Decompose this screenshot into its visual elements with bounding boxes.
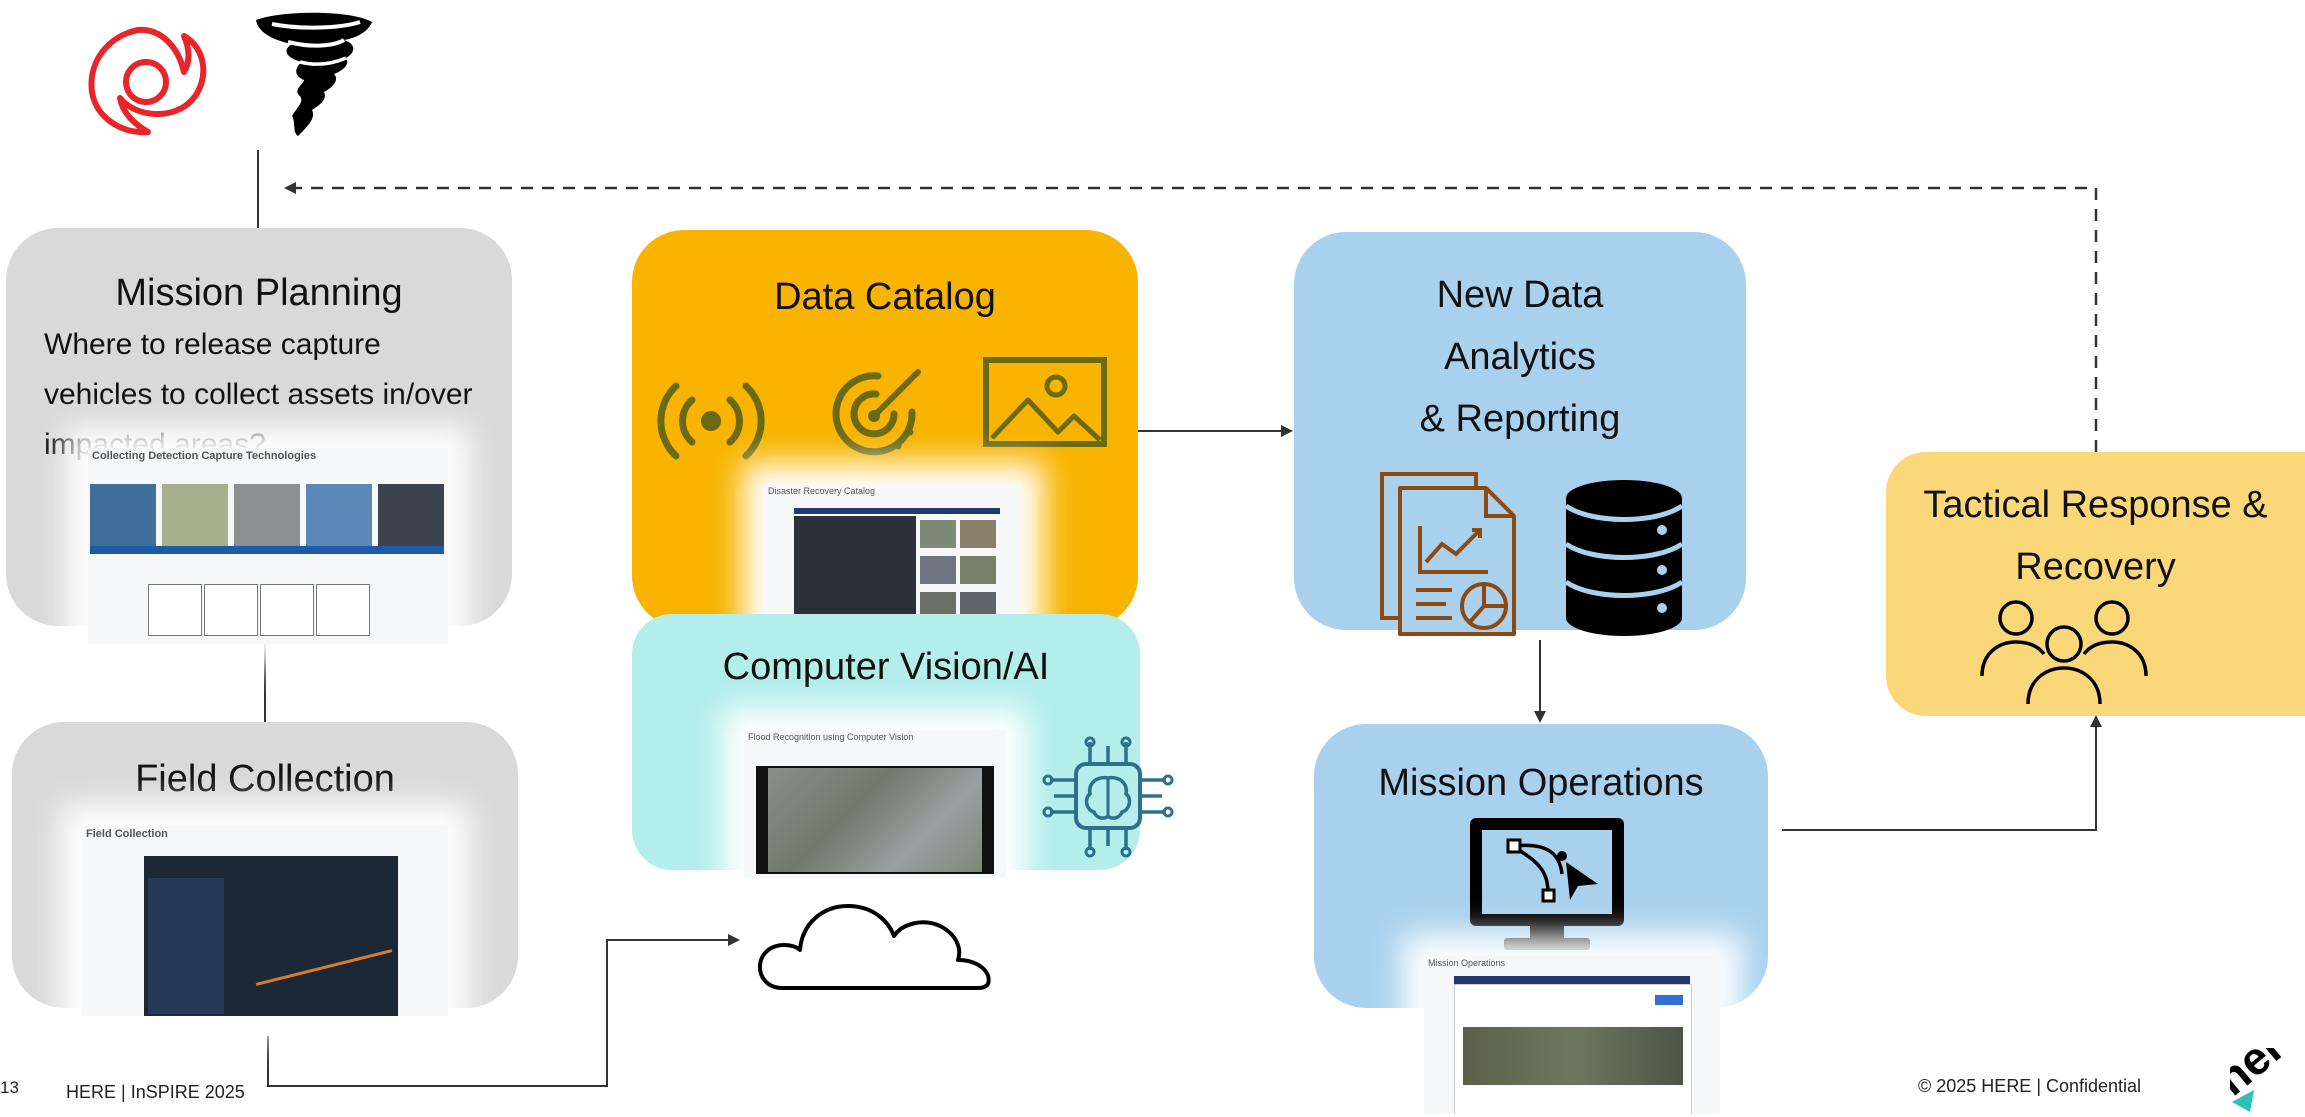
map-sidebar	[148, 878, 224, 1014]
here-logo-text: here	[2230, 1048, 2305, 1106]
screenshot-caption: Flood Recognition using Computer Vision	[748, 732, 914, 742]
tactical-response-title: Tactical Response & Recovery	[1923, 484, 2268, 588]
thumbnail	[378, 484, 444, 546]
catalog-thumb	[920, 556, 956, 584]
radar-icon	[832, 369, 921, 456]
image-icon	[983, 357, 1107, 447]
here-logo: here	[2230, 1048, 2305, 1117]
ops-blue-button	[1655, 995, 1683, 1005]
screenshot-caption: Field Collection	[86, 828, 168, 840]
ops-header-bar	[1454, 976, 1690, 984]
thumbnail	[306, 484, 372, 546]
catalog-thumb	[920, 520, 956, 548]
broadcast-icon	[657, 382, 765, 460]
catalog-header-bar	[794, 508, 1000, 514]
mission-operations-title: Mission Operations	[1378, 762, 1704, 804]
hurricane-icon	[88, 26, 207, 136]
aerial-video-frame	[756, 766, 994, 874]
tactical-response-box: Tactical Response & Recovery	[1886, 452, 2305, 716]
catalog-thumb	[960, 520, 996, 548]
people-group-icon	[1980, 600, 2148, 705]
analytics-title: New Data Analytics & Reporting	[1419, 274, 1621, 440]
screenshot-caption: Collecting Detection Capture Technologie…	[92, 450, 317, 462]
thumbnail	[90, 484, 156, 546]
computer-vision-screenshot: Flood Recognition using Computer Vision	[744, 730, 1006, 878]
screenshot-caption: Disaster Recovery Catalog	[768, 486, 876, 496]
thumbnail	[234, 484, 300, 546]
report-icon	[1380, 472, 1516, 636]
operations-to-tactical-line	[1782, 715, 2102, 831]
footer-left-label: HERE | InSPIRE 2025	[66, 1082, 245, 1102]
thumbnail-label-bar	[90, 546, 444, 554]
data-catalog-screenshot: Disaster Recovery Catalog	[764, 484, 1022, 626]
catalog-map	[794, 516, 916, 624]
slide-number: 13	[0, 1078, 19, 1097]
map-route	[255, 949, 393, 986]
ai-chip-icon	[1042, 736, 1174, 858]
screenshot-caption: Mission Operations	[1428, 958, 1506, 968]
thumbnail	[148, 584, 202, 636]
mission-planning-title: Mission Planning	[115, 272, 403, 314]
catalog-thumb	[960, 556, 996, 584]
mission-operations-screenshot: Mission Operations	[1424, 956, 1720, 1114]
thumbnail	[204, 584, 258, 636]
data-catalog-title: Data Catalog	[774, 276, 996, 318]
ops-aerial-image	[1463, 1027, 1683, 1085]
aerial-image	[768, 768, 982, 872]
mission-planning-screenshot: Collecting Detection Capture Technologie…	[88, 448, 448, 644]
thumbnail	[162, 484, 228, 546]
footer-confidential-label: © 2025 HERE | Confidential	[1918, 1076, 2142, 1096]
map-thumbnail	[144, 856, 398, 1016]
field-collection-title: Field Collection	[135, 758, 395, 800]
cloud-icon	[757, 904, 991, 990]
field-collection-screenshot: Field Collection	[82, 826, 448, 1016]
here-logo-triangle	[2232, 1090, 2254, 1112]
monitor-path-icon	[1470, 818, 1624, 950]
feedback-dashed-line	[284, 182, 2098, 452]
ops-panel	[1454, 984, 1692, 1114]
computer-vision-title: Computer Vision/AI	[722, 646, 1050, 688]
thumbnail	[260, 584, 314, 636]
field-to-cloud-line	[267, 934, 740, 1087]
tornado-icon	[256, 12, 372, 136]
thumbnail	[316, 584, 370, 636]
database-icon	[1564, 480, 1684, 636]
